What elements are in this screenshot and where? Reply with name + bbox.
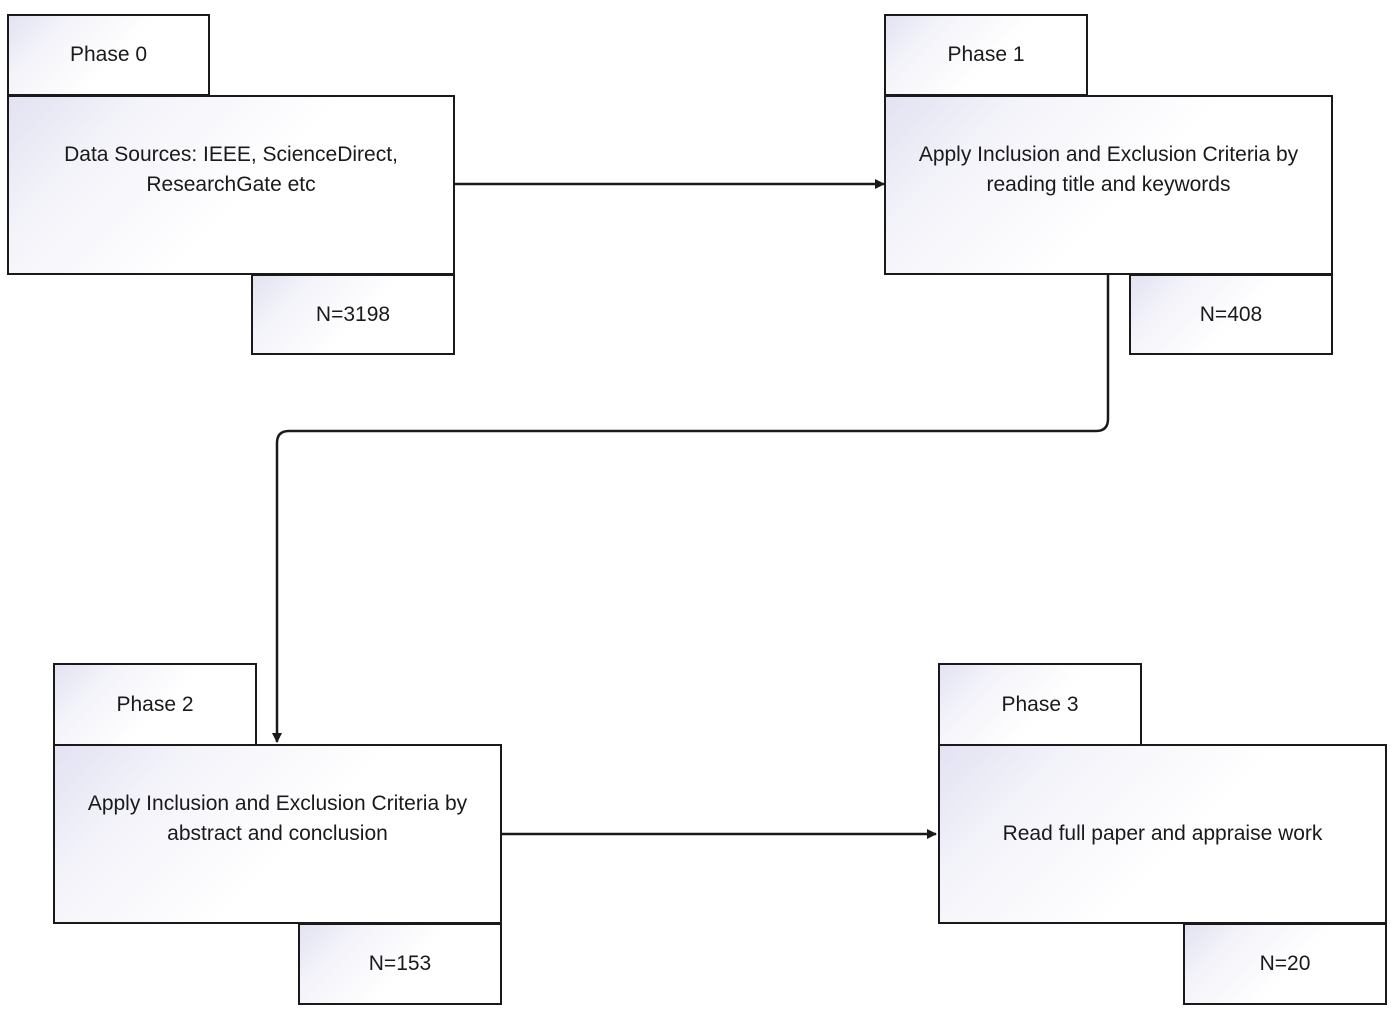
phase-1-label: Phase 1	[884, 14, 1088, 96]
phase-2-count: N=153	[298, 923, 502, 1005]
phase-2-label: Phase 2	[53, 663, 257, 746]
phase-0-count: N=3198	[251, 274, 455, 355]
phase-1-count: N=408	[1129, 274, 1333, 355]
phase-2-description: Apply Inclusion and Exclusion Criteria b…	[53, 744, 502, 924]
phase-3-label: Phase 3	[938, 663, 1142, 746]
phase-3-count: N=20	[1183, 923, 1387, 1005]
phase-0-description: Data Sources: IEEE, ScienceDirect, Resea…	[7, 95, 455, 275]
phase-1-description: Apply Inclusion and Exclusion Criteria b…	[884, 95, 1333, 275]
phase-0-label: Phase 0	[7, 14, 210, 96]
phase-3-description: Read full paper and appraise work	[938, 744, 1387, 924]
